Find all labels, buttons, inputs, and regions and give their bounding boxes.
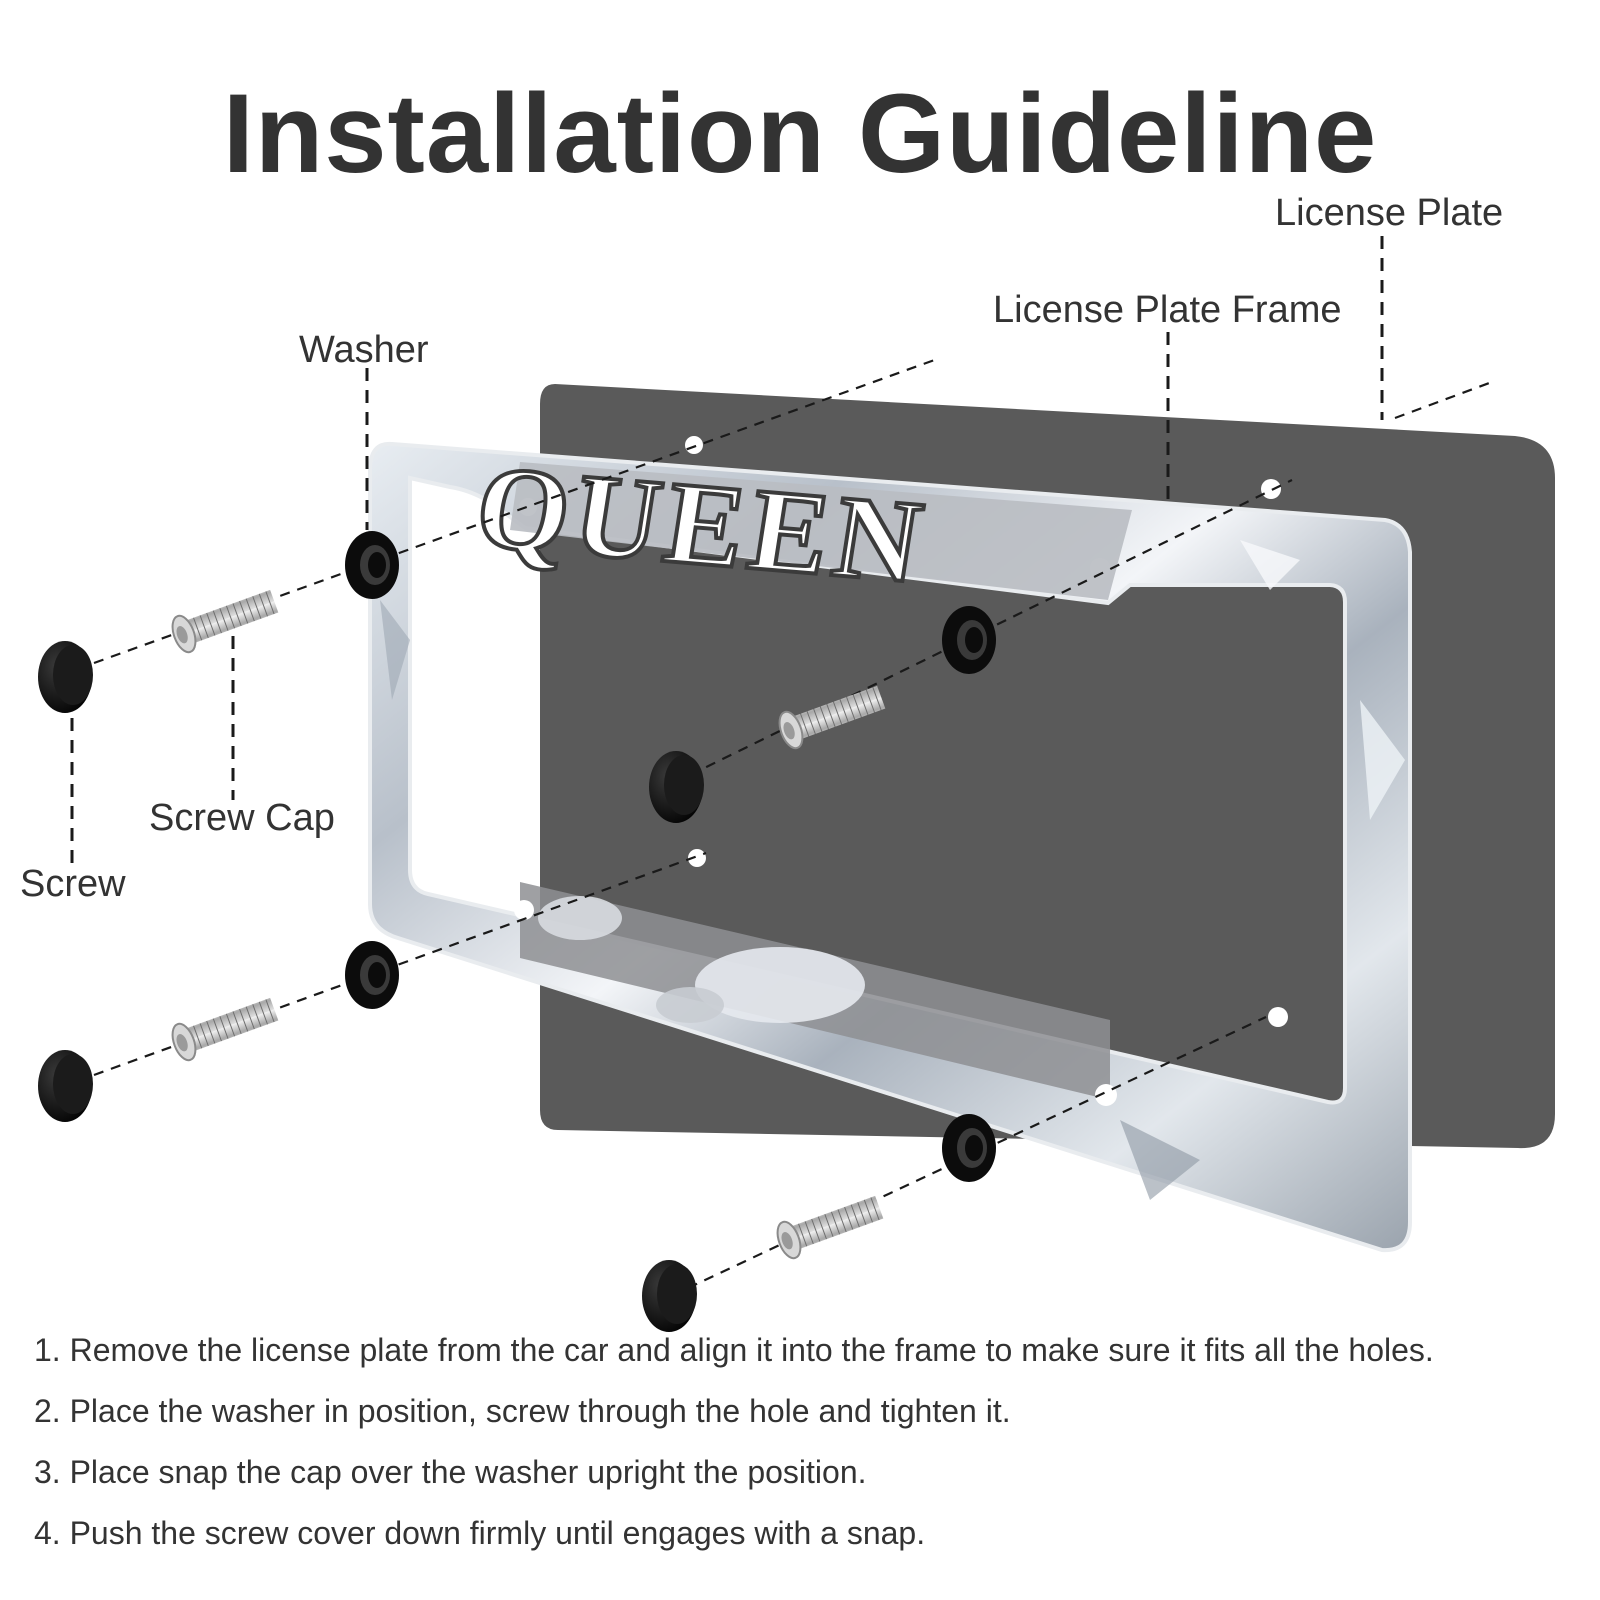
callout-leaders (70, 236, 1384, 868)
washer-icon (345, 531, 399, 599)
page-title: Installation Guideline (222, 71, 1378, 196)
step-4: 4. Push the screw cover down firmly unti… (34, 1515, 926, 1551)
washer-icon (942, 606, 996, 674)
label-license-plate-frame: License Plate Frame (993, 289, 1342, 331)
screw-icon (167, 990, 282, 1065)
screw-icon (772, 1188, 887, 1263)
screw-cap-icon (38, 1050, 93, 1122)
hardware-top-left (38, 531, 399, 713)
step-3: 3. Place snap the cap over the washer up… (34, 1454, 867, 1490)
step-1: 1. Remove the license plate from the car… (34, 1332, 1434, 1368)
screw-icon (167, 582, 282, 657)
washer-icon (942, 1114, 996, 1182)
label-washer: Washer (299, 329, 429, 371)
license-plate-frame: QUEEN (368, 439, 1412, 1253)
screw-cap-icon (38, 641, 93, 713)
label-screw-cap: Screw Cap (149, 797, 335, 839)
label-license-plate: License Plate (1275, 192, 1503, 234)
washer-icon (345, 941, 399, 1009)
label-screw: Screw (20, 863, 126, 905)
hardware-bottom-right (642, 1114, 996, 1332)
hardware-bottom-left (38, 941, 399, 1122)
screw-cap-icon (642, 1260, 697, 1332)
step-2: 2. Place the washer in position, screw t… (34, 1393, 1011, 1429)
installation-steps: 1. Remove the license plate from the car… (34, 1330, 1434, 1574)
